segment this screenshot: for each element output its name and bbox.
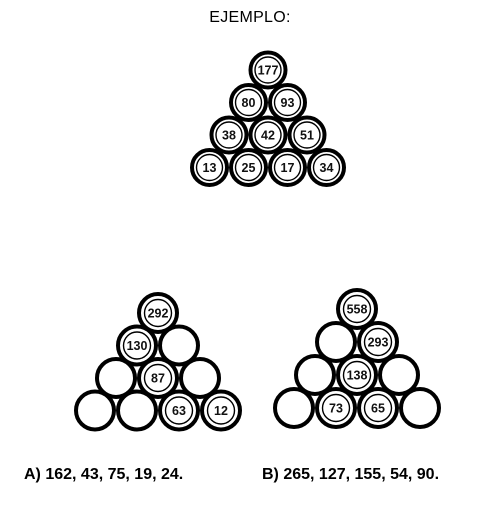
- ball-inner-ring: [254, 56, 282, 84]
- ball-number: 80: [242, 96, 256, 110]
- pyramid-ball: 138: [336, 354, 378, 396]
- ball-number: 292: [148, 307, 169, 321]
- ball-ring: [399, 387, 441, 429]
- pyramid-ball: 93: [268, 83, 307, 122]
- ball-ring: [378, 354, 420, 396]
- ball-number: 130: [127, 339, 148, 353]
- ball-number: 13: [203, 161, 217, 175]
- ball-ring: [95, 357, 137, 399]
- ball-inner-ring: [321, 393, 351, 423]
- ball-ring: [158, 324, 200, 367]
- ball-number: 138: [347, 369, 368, 383]
- pyramid-ball: [378, 354, 420, 396]
- ball-inner-ring: [164, 396, 194, 425]
- puzzle-b-answer: B) 265, 127, 155, 54, 90.: [262, 466, 440, 483]
- ball-inner-ring: [234, 88, 263, 117]
- pyramid-ball: [294, 354, 336, 396]
- pyramid-ball: 177: [248, 50, 288, 90]
- ball-inner-ring: [143, 363, 173, 393]
- pyramid-ball: 25: [229, 148, 268, 187]
- ball-number: 177: [258, 64, 279, 78]
- pyramid-ball: 34: [307, 148, 346, 187]
- pyramid-ball: 87: [137, 357, 179, 399]
- ball-number: 293: [368, 336, 389, 350]
- pyramid-ball: 292: [137, 292, 179, 334]
- ball-number: 93: [281, 96, 295, 110]
- puzzle-a-answer: A) 162, 43, 75, 19, 24.: [24, 466, 184, 483]
- pyramid-ball: 130: [116, 324, 158, 367]
- pyramid-ball: [74, 389, 116, 432]
- ball-inner-ring: [342, 360, 372, 390]
- ball-inner-ring: [293, 121, 321, 149]
- pyramid-ball: [158, 324, 200, 367]
- example-heading: EJEMPLO:: [209, 9, 291, 26]
- ball-number: 63: [172, 404, 186, 418]
- pyramid-ball: 17: [268, 148, 307, 187]
- ball-inner-ring: [363, 327, 393, 357]
- ball-inner-ring: [206, 396, 236, 425]
- pyramid-ball: [179, 357, 221, 399]
- pyramid-ball: 63: [158, 389, 200, 432]
- ball-inner-ring: [312, 153, 341, 182]
- ball-number: 38: [222, 129, 236, 143]
- pyramid-ball: 42: [248, 115, 288, 155]
- ball-inner-ring: [342, 294, 372, 324]
- ball-number: 87: [151, 372, 165, 386]
- ball-ring: [179, 357, 221, 399]
- ball-inner-ring: [195, 153, 224, 182]
- ball-inner-ring: [122, 331, 152, 360]
- pyramid-ball: [95, 357, 137, 399]
- ball-number: 25: [242, 161, 256, 175]
- pyramid-ball: [315, 321, 357, 363]
- pyramid-ball: 80: [229, 83, 268, 122]
- ball-inner-ring: [143, 298, 173, 328]
- ball-inner-ring: [254, 121, 282, 149]
- ball-ring: [294, 354, 336, 396]
- pyramid-ball: 12: [200, 389, 242, 432]
- pyramid-ball: 13: [190, 148, 229, 187]
- ball-inner-ring: [273, 153, 302, 182]
- ball-ring: [273, 387, 315, 429]
- pyramid-ball: [273, 387, 315, 429]
- ball-ring: [315, 321, 357, 363]
- pyramid-ball: [399, 387, 441, 429]
- ball-number: 34: [320, 161, 334, 175]
- ball-inner-ring: [215, 121, 243, 149]
- pyramid-ball: [116, 389, 158, 432]
- ball-inner-ring: [363, 393, 393, 423]
- ball-number: 558: [347, 303, 368, 317]
- ball-inner-ring: [273, 88, 302, 117]
- ball-number: 42: [261, 129, 275, 143]
- pyramid-ball: 65: [357, 387, 399, 429]
- pyramid-ball: 558: [336, 288, 378, 330]
- pyramid-ball: 38: [209, 115, 249, 155]
- ball-ring: [74, 389, 116, 432]
- ball-number: 65: [371, 402, 385, 416]
- ball-number: 51: [300, 129, 314, 143]
- ball-ring: [116, 389, 158, 432]
- pyramid-ball: 293: [357, 321, 399, 363]
- pyramid-ball: 73: [315, 387, 357, 429]
- ball-number: 17: [281, 161, 295, 175]
- ball-inner-ring: [234, 153, 263, 182]
- ball-number: 12: [214, 404, 228, 418]
- pyramid-ball: 51: [287, 115, 327, 155]
- ball-number: 73: [329, 402, 343, 416]
